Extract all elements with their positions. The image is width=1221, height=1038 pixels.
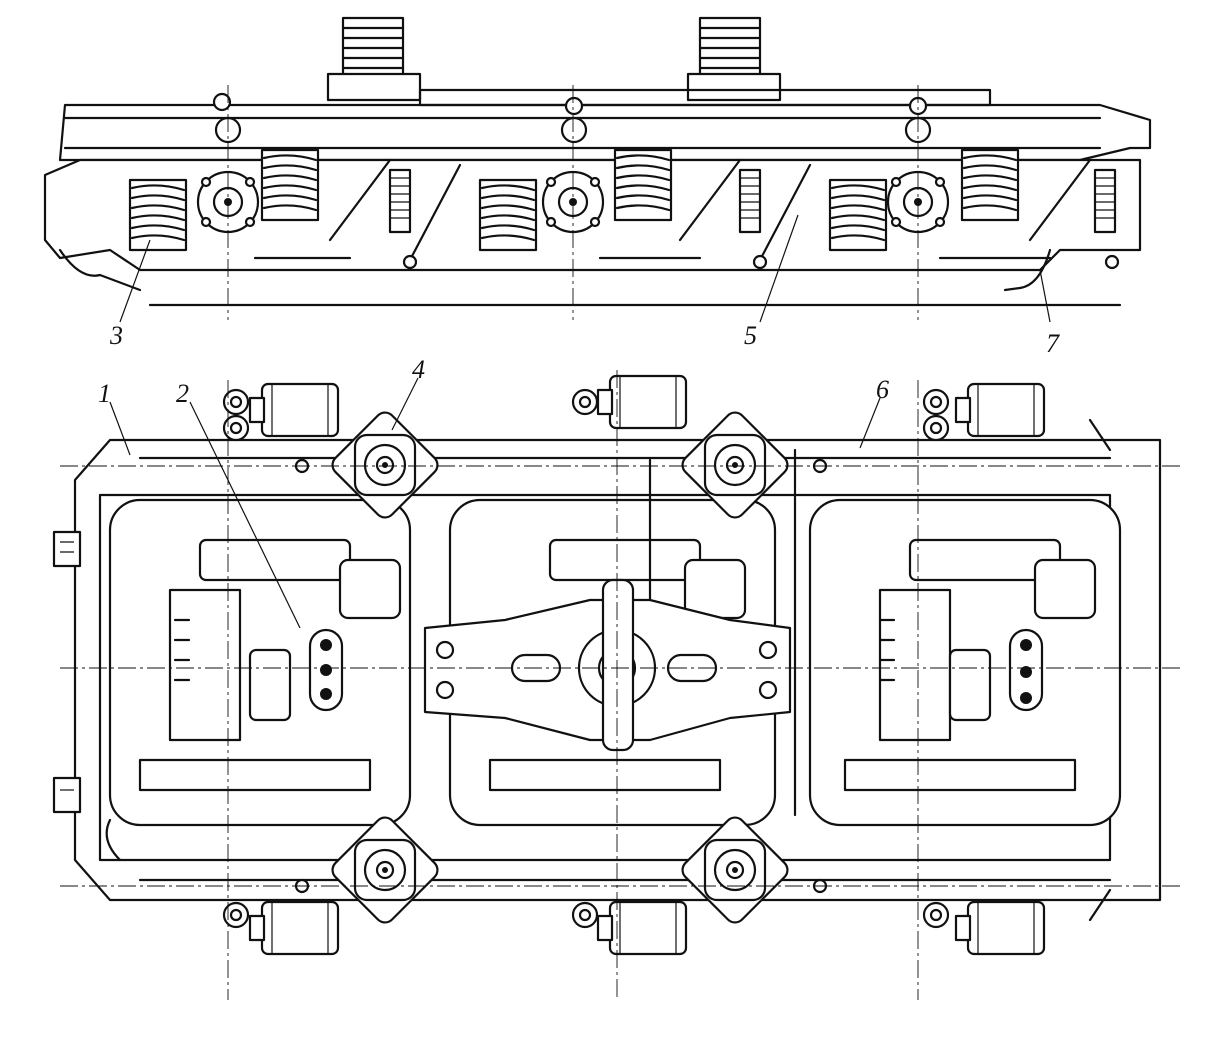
label-7: 7 xyxy=(1046,329,1060,358)
label-3: 3 xyxy=(109,321,123,350)
plan-view xyxy=(52,370,1180,1000)
label-1: 1 xyxy=(98,379,111,408)
label-2: 2 xyxy=(176,379,189,408)
label-4: 4 xyxy=(412,355,425,384)
side-view xyxy=(43,16,1152,320)
label-5: 5 xyxy=(744,321,757,350)
callouts: 3 5 7 1 2 4 6 xyxy=(98,214,1060,629)
label-6: 6 xyxy=(876,375,889,404)
